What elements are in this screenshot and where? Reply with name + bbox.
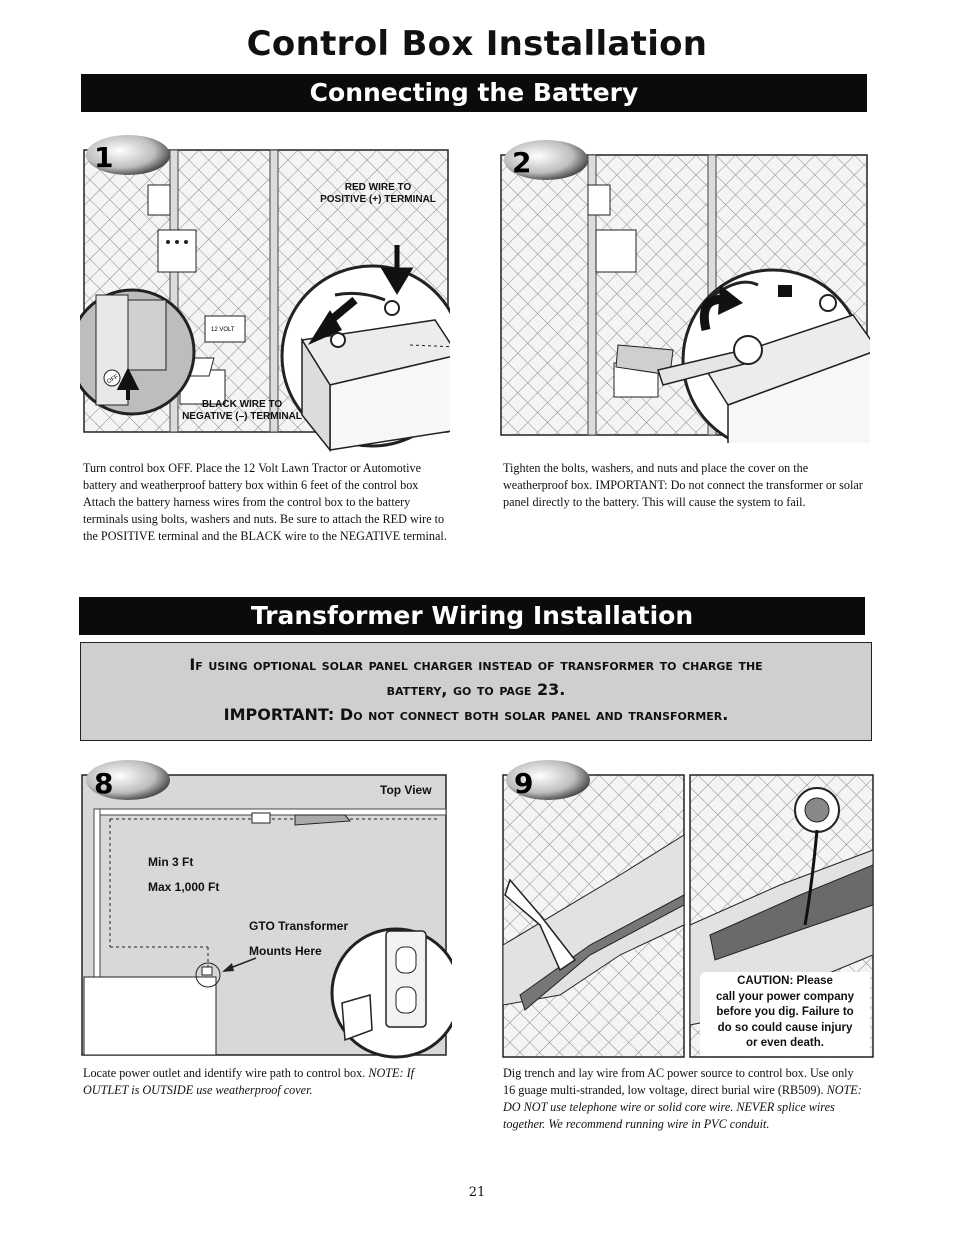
caution-line-5: or even death.: [746, 1037, 824, 1049]
step-number-2: 2: [512, 146, 531, 179]
black-wire-label: BLACK WIRE TO NEGATIVE (–) TERMINAL: [162, 399, 322, 423]
caution-line-2: call your power company: [715, 990, 855, 1003]
min-distance-label: Min 3 Ft: [148, 855, 194, 869]
step-2-caption: Tighten the bolts, washers, and nuts and…: [503, 461, 863, 509]
step-8-caption-main: Locate power outlet and identify wire pa…: [83, 1066, 366, 1080]
notice-line-2: battery, go to page 23.: [386, 680, 566, 699]
switch-off-text: OFF: [106, 374, 120, 385]
step-1-caption: Turn control box OFF. Place the 12 Volt …: [83, 461, 447, 543]
step-number-8: 8: [94, 767, 113, 800]
mounts-here-label: Mounts Here: [249, 944, 322, 958]
step-8-illustration: 8: [81, 760, 462, 1059]
battery-mark-text: 12 VOLT: [211, 327, 235, 333]
notice-line-1: If using optional solar panel charger in…: [189, 655, 763, 674]
step-number-9: 9: [514, 767, 533, 800]
caution-text: CAUTION: Please call your power company …: [700, 974, 870, 1052]
gto-transformer-label: GTO Transformer: [249, 919, 349, 933]
page-number: 21: [468, 1185, 486, 1200]
caution-line-3: before you dig. Failure to: [716, 1006, 854, 1018]
notice-important-label: IMPORTANT:: [223, 705, 335, 724]
solar-notice-box: If using optional solar panel charger in…: [80, 642, 872, 741]
red-wire-label: RED WIRE TO POSITIVE (+) TERMINAL: [298, 182, 458, 206]
section-banner-battery: Connecting the Battery: [81, 74, 867, 112]
caution-box: CAUTION: Please call your power company …: [700, 972, 870, 1056]
step-9-caption-main: Dig trench and lay wire from AC power so…: [503, 1066, 854, 1097]
step-1-illustration: 12 VOLT OFF 1: [68, 135, 481, 453]
red-wire-label-line1: RED WIRE TO: [344, 182, 412, 193]
top-view-label: Top View: [380, 783, 432, 797]
max-distance-label: Max 1,000 Ft: [148, 880, 220, 894]
step-8-figure: 8 Top View Min 3 Ft Max 1,000 Ft GTO Tra…: [80, 755, 462, 1060]
caution-line-4: do so could cause injury: [717, 1021, 853, 1034]
step-1-figure: 12 VOLT OFF 1 RED WIRE TO POSITIVE (+) T…: [68, 130, 481, 456]
step-9-caption: Dig trench and lay wire from AC power so…: [503, 1065, 868, 1133]
step-number-1: 1: [94, 141, 113, 174]
step-9-figure: 9 CAUTION: Please call your power compan…: [500, 755, 874, 1060]
red-wire-label-line2: POSITIVE (+) TERMINAL: [320, 194, 436, 205]
step-8-caption-note: NOTE: If OUTLET is OUTSIDE use weatherpr…: [83, 1066, 415, 1097]
step-2-figure: 2: [498, 135, 880, 466]
black-wire-label-line2: NEGATIVE (–) TERMINAL: [182, 411, 302, 422]
page-title: Control Box Installation: [246, 24, 708, 64]
step-9-caption-note: NOTE: DO NOT use telephone wire or solid…: [503, 1083, 862, 1131]
section-banner-transformer: Transformer Wiring Installation: [79, 597, 865, 635]
step-8-caption: Locate power outlet and identify wire pa…: [83, 1065, 448, 1099]
notice-line-3-text: Do not connect both solar panel and tran…: [339, 705, 729, 724]
black-wire-label-line1: BLACK WIRE TO: [201, 399, 283, 410]
notice-line-3: IMPORTANT: Do not connect both solar pan…: [81, 705, 871, 724]
step-2-illustration: 2: [500, 140, 880, 466]
caution-line-1: CAUTION: Please: [737, 975, 833, 987]
